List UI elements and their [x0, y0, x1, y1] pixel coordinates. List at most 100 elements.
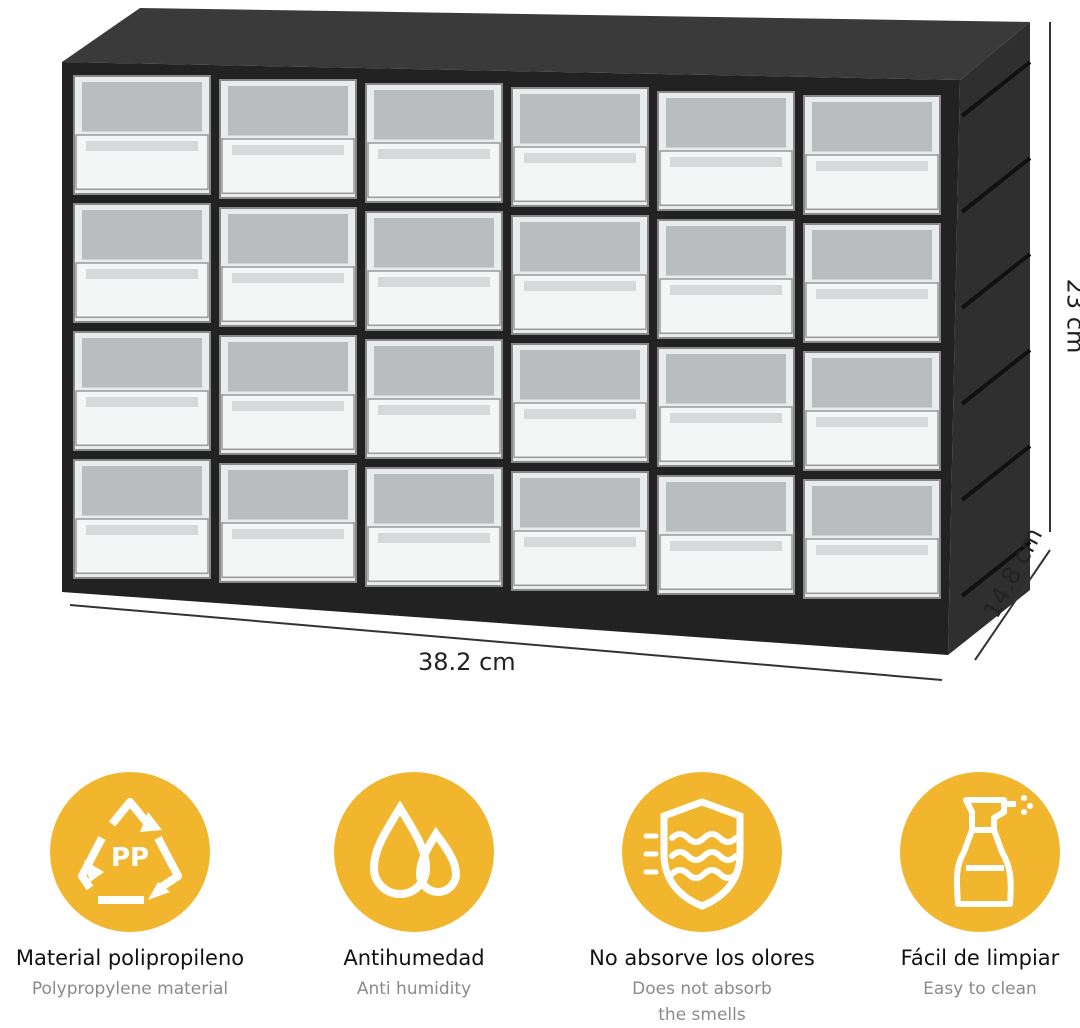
feature-subtitle-line2: the smells: [658, 1005, 746, 1025]
drawer-inner: [228, 214, 348, 264]
drawer-inner: [666, 98, 786, 148]
recycle-pp-icon: PP: [50, 772, 210, 932]
drawer-handle: [86, 141, 198, 151]
drawer-inner: [82, 338, 202, 388]
spray-bottle-icon: [900, 772, 1060, 932]
drawer-inner: [812, 358, 932, 408]
drawer-handle: [816, 417, 928, 427]
side-rib: [960, 252, 1032, 310]
drawer-handle: [86, 525, 198, 535]
drawer[interactable]: [657, 219, 795, 339]
drawer-inner: [228, 470, 348, 520]
drawer-inner: [374, 474, 494, 524]
drawer-inner: [374, 90, 494, 140]
feature-title: No absorve los olores: [589, 946, 815, 970]
drawer-inner: [82, 466, 202, 516]
drawer-handle: [378, 533, 490, 543]
drawer[interactable]: [73, 203, 211, 323]
drawer[interactable]: [511, 87, 649, 207]
drawer-handle: [524, 537, 636, 547]
drawer-handle: [232, 529, 344, 539]
drawer-handle: [232, 401, 344, 411]
width-label: 38.2 cm: [418, 648, 516, 676]
drawer-handle: [524, 281, 636, 291]
drawer[interactable]: [365, 83, 503, 203]
feature-easy-clean: Fácil de limpiar Easy to clean: [850, 772, 1080, 1002]
drawer[interactable]: [657, 91, 795, 211]
drawer-handle: [670, 157, 782, 167]
drawer-inner: [520, 478, 640, 528]
drawer[interactable]: [511, 471, 649, 591]
drawer-inner: [228, 86, 348, 136]
feature-title: Fácil de limpiar: [900, 946, 1060, 970]
drawer-handle: [670, 413, 782, 423]
feature-subtitle: Easy to clean: [923, 979, 1037, 999]
drawer-handle: [670, 285, 782, 295]
drawer-handle: [670, 541, 782, 551]
width-dimension-line: [69, 604, 943, 681]
pp-badge-text: PP: [111, 843, 149, 873]
drawer-inner: [812, 102, 932, 152]
drawer-handle: [378, 149, 490, 159]
drawer-inner: [666, 354, 786, 404]
drawer[interactable]: [657, 475, 795, 595]
feature-subtitle: Polypropylene material: [31, 979, 229, 999]
side-rib: [960, 348, 1032, 406]
side-rib: [960, 60, 1032, 118]
drawer[interactable]: [73, 75, 211, 195]
drawer-inner: [812, 230, 932, 280]
drawer-handle: [232, 273, 344, 283]
drawer[interactable]: [219, 207, 357, 327]
drawer-inner: [82, 210, 202, 260]
drawer[interactable]: [219, 335, 357, 455]
drawer-inner: [520, 222, 640, 272]
drawer[interactable]: [219, 79, 357, 199]
drawer-handle: [816, 289, 928, 299]
side-ribs: [960, 60, 1032, 598]
drawer-cabinet: [62, 8, 1051, 681]
drawer[interactable]: [73, 331, 211, 451]
feature-subtitle-line1: Does not absorb: [632, 979, 772, 999]
drawer-inner: [812, 486, 932, 536]
drawer-inner: [520, 350, 640, 400]
drawer-inner: [666, 226, 786, 276]
drawer[interactable]: [365, 467, 503, 587]
drawer-inner: [82, 82, 202, 132]
feature-odor-resistant: No absorve los olores Does not absorb th…: [572, 772, 832, 1028]
feature-polypropylene: PP Material polipropileno Polypropylene …: [0, 772, 260, 1002]
drawer-handle: [816, 545, 928, 555]
cabinet-top: [62, 8, 1030, 80]
drawer-handle: [378, 277, 490, 287]
feature-title: Material polipropileno: [15, 946, 245, 970]
drawer[interactable]: [803, 479, 941, 599]
drawer-handle: [378, 405, 490, 415]
drawer-inner: [666, 482, 786, 532]
odor-shield-icon: [622, 772, 782, 932]
side-rib: [960, 540, 1032, 598]
drawer[interactable]: [803, 223, 941, 343]
drawer[interactable]: [219, 463, 357, 583]
drawer-handle: [816, 161, 928, 171]
drawer[interactable]: [511, 343, 649, 463]
drawer[interactable]: [365, 211, 503, 331]
water-drops-icon: [334, 772, 494, 932]
feature-subtitle: Anti humidity: [356, 979, 472, 999]
drawer-inner: [520, 94, 640, 144]
drawer[interactable]: [73, 459, 211, 579]
drawer-inner: [228, 342, 348, 392]
drawer[interactable]: [365, 339, 503, 459]
drawer-inner: [374, 346, 494, 396]
drawer-handle: [86, 269, 198, 279]
depth-dimension-line: [974, 549, 1051, 661]
feature-anti-humidity: Antihumedad Anti humidity: [284, 772, 544, 1002]
drawer[interactable]: [803, 95, 941, 215]
drawer[interactable]: [511, 215, 649, 335]
drawer[interactable]: [803, 351, 941, 471]
side-rib: [960, 444, 1032, 502]
drawer-handle: [524, 409, 636, 419]
drawer-handle: [524, 153, 636, 163]
height-label: 23 cm: [1061, 278, 1080, 354]
side-rib: [960, 156, 1032, 214]
drawer[interactable]: [657, 347, 795, 467]
